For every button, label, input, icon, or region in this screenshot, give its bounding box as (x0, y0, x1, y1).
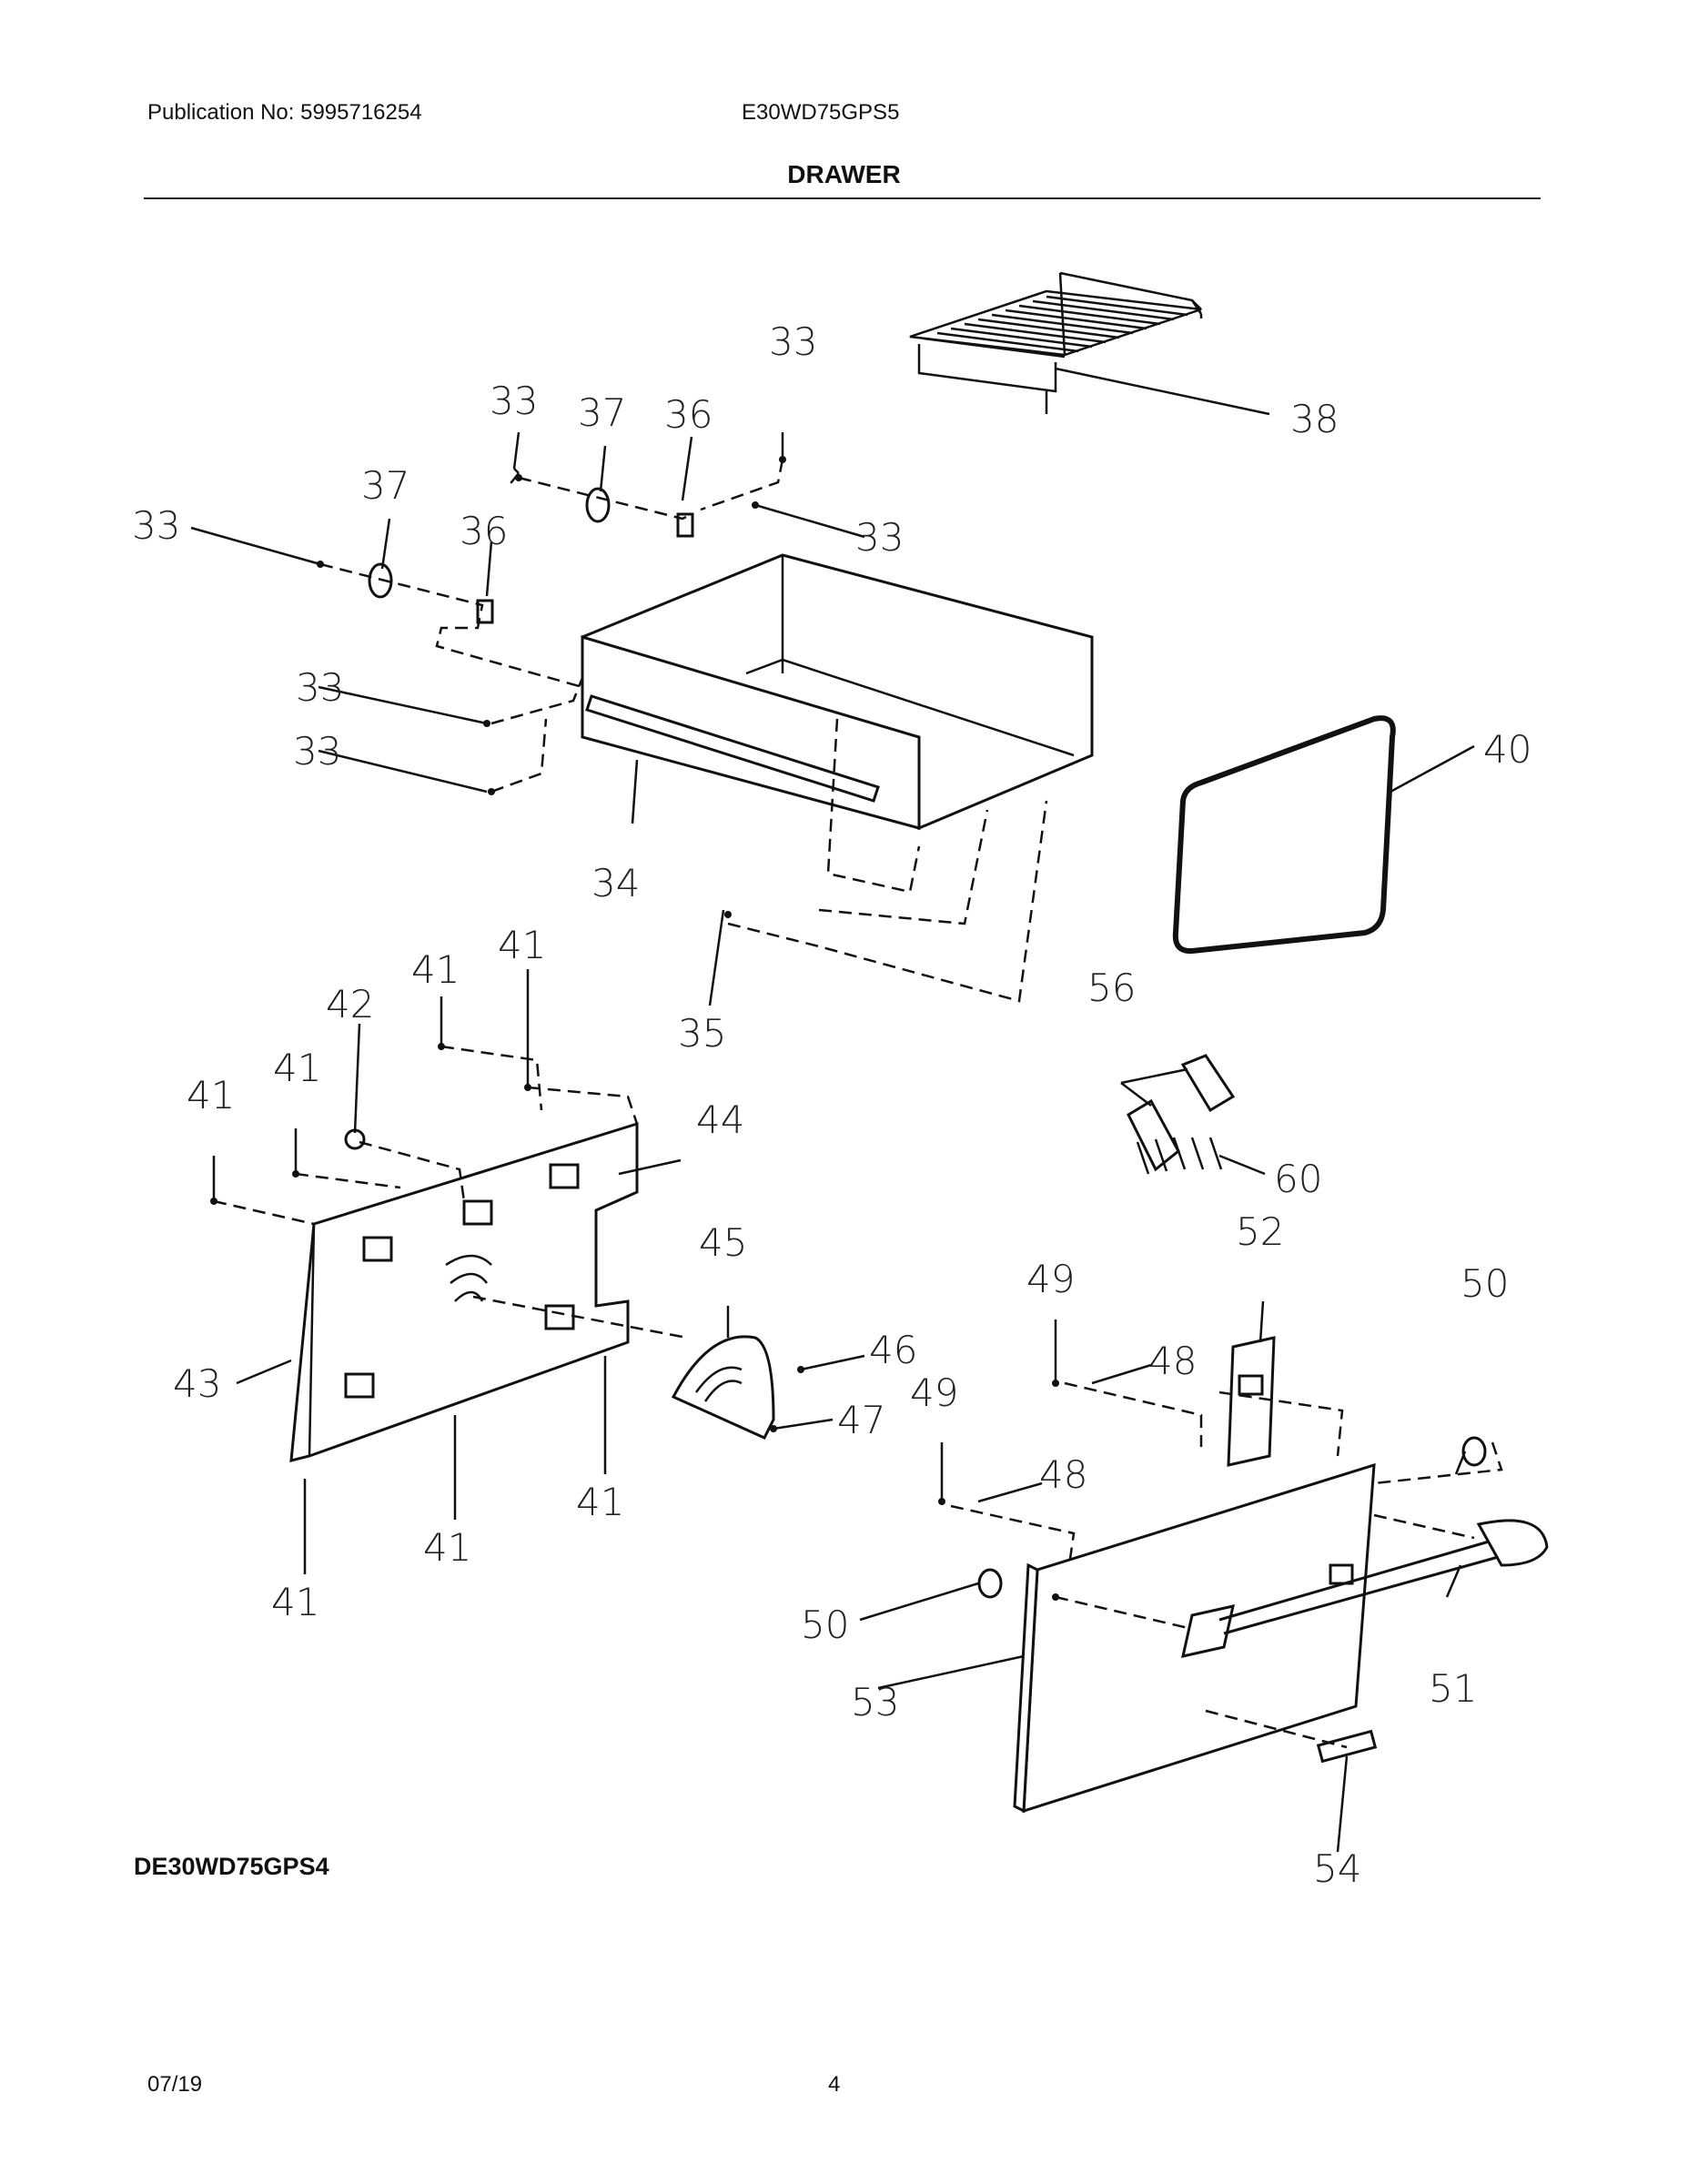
page-number: 4 (828, 2072, 841, 2097)
callout-50-left: 50 (801, 1603, 849, 1647)
callout-41-g: 41 (576, 1480, 624, 1524)
publication-number: Publication No: 5995716254 (147, 100, 422, 125)
callout-34: 34 (591, 861, 640, 905)
callout-33-left: 33 (132, 503, 180, 548)
callout-43: 43 (173, 1361, 221, 1406)
callout-56: 56 (1087, 966, 1136, 1010)
callout-45: 45 (699, 1220, 747, 1265)
callout-42: 42 (326, 982, 374, 1026)
callout-33-mid1: 33 (296, 665, 344, 710)
callout-36-top: 36 (664, 392, 713, 437)
callout-53: 53 (851, 1680, 899, 1724)
callout-33-top2: 33 (769, 319, 817, 364)
callout-36-left: 36 (460, 509, 508, 553)
inner-door-panel-part (289, 1121, 639, 1462)
callout-48-bottom: 48 (1039, 1452, 1087, 1497)
callout-41-d: 41 (498, 923, 546, 967)
callout-41-c: 41 (411, 947, 460, 992)
callout-37-left: 37 (361, 463, 409, 508)
roller-part (585, 487, 611, 523)
callout-49-bottom: 49 (910, 1370, 958, 1415)
callout-35: 35 (678, 1011, 726, 1056)
callout-50-right: 50 (1461, 1261, 1509, 1306)
callout-40: 40 (1483, 727, 1531, 772)
callout-33-top1: 33 (490, 379, 538, 423)
callout-44: 44 (696, 1097, 744, 1142)
callout-47: 47 (837, 1398, 885, 1442)
callout-52: 52 (1236, 1209, 1284, 1254)
screws-part (1136, 1137, 1266, 1176)
door-handle-part (1181, 1519, 1549, 1658)
leader-lines (190, 431, 1467, 1853)
drawer-box-part (581, 553, 1094, 831)
door-gasket-part (1172, 715, 1475, 955)
vent-cover-part (671, 1335, 775, 1440)
callout-41-e: 41 (271, 1580, 319, 1624)
brackets-part (1120, 1054, 1236, 1172)
callout-49-top: 49 (1026, 1257, 1075, 1301)
callout-33-mid2: 33 (293, 729, 341, 774)
end-cap-part (1461, 1436, 1487, 1467)
header-rule (144, 197, 1541, 199)
callout-41-b: 41 (273, 1046, 321, 1090)
callout-54: 54 (1313, 1846, 1361, 1891)
callout-46: 46 (869, 1328, 917, 1372)
callout-41-f: 41 (423, 1525, 471, 1570)
assembly-lines (213, 459, 1503, 1749)
variant-model-label: DE30WD75GPS4 (134, 1853, 329, 1880)
callout-labels: 33 33 33 33 33 33 37 37 36 36 38 34 35 4… (132, 319, 1531, 1891)
callout-38: 38 (1290, 397, 1339, 441)
end-cap-part (977, 1568, 1003, 1599)
section-title: DRAWER (787, 160, 901, 188)
light-strip-part (1227, 1300, 1276, 1467)
roller-part (368, 562, 393, 599)
callout-51: 51 (1429, 1666, 1477, 1711)
leader-dots (210, 456, 1059, 1601)
callout-33-right: 33 (855, 515, 904, 560)
callout-48-top: 48 (1148, 1339, 1197, 1383)
footer-date: 07/19 (147, 2072, 203, 2097)
model-number: E30WD75GPS5 (742, 100, 900, 125)
callout-37-top: 37 (578, 390, 626, 435)
callout-41-a: 41 (187, 1073, 235, 1117)
callout-60: 60 (1274, 1157, 1322, 1201)
wire-rack-part (909, 271, 1270, 416)
